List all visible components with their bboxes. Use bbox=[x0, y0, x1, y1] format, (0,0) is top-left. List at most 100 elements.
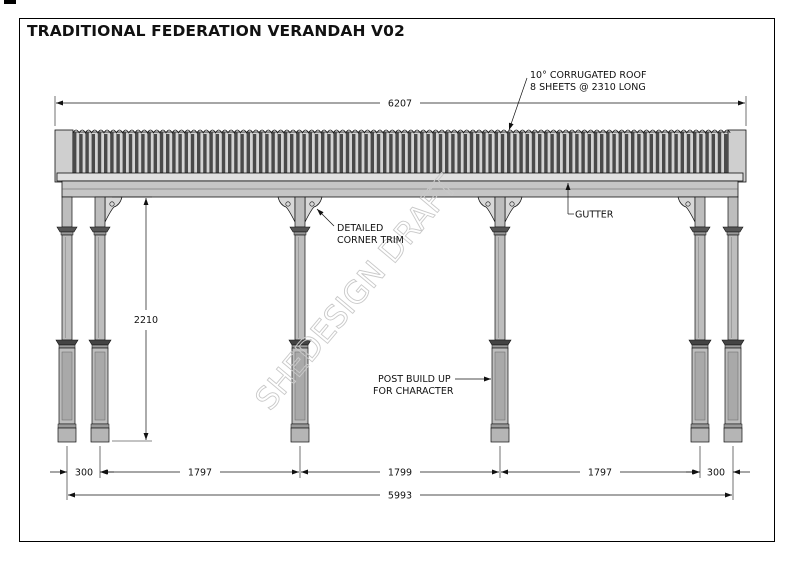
roof-corrugation bbox=[531, 132, 536, 174]
roof-corrugation bbox=[153, 134, 158, 174]
roof-corrugation bbox=[432, 132, 437, 174]
post-main-shaft bbox=[94, 234, 106, 341]
annotation-corner-trim: DETAILED CORNER TRIM bbox=[316, 208, 404, 246]
roof-corrugation bbox=[513, 134, 517, 174]
roof-corrugation bbox=[97, 132, 102, 174]
roof-corrugation bbox=[395, 132, 399, 174]
roof-corrugation bbox=[631, 132, 635, 174]
roof-corrugation bbox=[575, 134, 579, 174]
roof-corrugation bbox=[85, 132, 89, 174]
corner-trim-bracket bbox=[504, 196, 523, 223]
post-upper-capital bbox=[289, 226, 311, 233]
post-lower-collar bbox=[491, 344, 509, 349]
roof-panel bbox=[72, 131, 729, 175]
post-lower-capital bbox=[721, 339, 745, 346]
post-lower-collar bbox=[724, 344, 742, 349]
annotation-roof-line2: 8 SHEETS @ 2310 LONG bbox=[530, 82, 646, 93]
post-top-shaft bbox=[294, 196, 306, 228]
roof-corrugation bbox=[91, 134, 96, 174]
roof-corrugation bbox=[296, 132, 300, 174]
dimension-label-spacing-1: 300 bbox=[75, 468, 93, 479]
dimension-label-spacing-5: 300 bbox=[707, 468, 725, 479]
corner-trim-bracket bbox=[477, 196, 496, 223]
post-main-shaft bbox=[61, 234, 73, 341]
roof-corrugation bbox=[302, 134, 306, 174]
post-top-shaft bbox=[61, 196, 73, 228]
post-base-panel bbox=[294, 351, 306, 421]
corner-trim-bracket bbox=[104, 196, 123, 223]
roof-corrugation bbox=[414, 134, 418, 174]
roof-corrugation bbox=[420, 132, 424, 174]
corner-trim-scroll bbox=[285, 201, 291, 207]
roof-corrugation bbox=[308, 132, 313, 174]
post-plinth-collar bbox=[723, 423, 743, 429]
post-lower-collar bbox=[691, 344, 709, 349]
post-lower-collar bbox=[91, 344, 109, 349]
annotation-post: POST BUILD UP FOR CHARACTER bbox=[373, 374, 491, 397]
roof-corrugation bbox=[438, 134, 443, 174]
roof-corrugation bbox=[693, 132, 697, 174]
roof-corrugation bbox=[445, 132, 449, 174]
roof-corrugation bbox=[215, 134, 220, 174]
post-upper-collar bbox=[726, 231, 740, 236]
post-main-shaft bbox=[294, 234, 306, 341]
post-1 bbox=[55, 196, 79, 443]
roof-corrugation bbox=[333, 132, 337, 174]
roof-corrugation bbox=[482, 132, 486, 174]
roof-corrugation bbox=[364, 134, 368, 174]
gutter-beam bbox=[56, 172, 744, 198]
annotation-trim-line2: CORNER TRIM bbox=[337, 235, 404, 246]
post-main-shaft bbox=[727, 234, 739, 341]
annotation-gutter: GUTTER bbox=[565, 183, 614, 221]
roof-corrugation bbox=[674, 134, 678, 174]
post-plinth bbox=[723, 427, 743, 443]
post-top-shaft bbox=[94, 196, 106, 228]
roof-corrugation bbox=[345, 132, 350, 174]
post-upper-collar bbox=[493, 231, 507, 236]
roof-corrugation bbox=[600, 134, 604, 174]
post-4 bbox=[488, 196, 512, 443]
annotation-roof: 10° CORRUGATED ROOF 8 SHEETS @ 2310 LONG bbox=[508, 70, 646, 131]
annotation-gutter-text: GUTTER bbox=[575, 210, 614, 221]
roof-corrugation bbox=[209, 132, 213, 174]
roof-corrugation bbox=[711, 134, 716, 174]
roof-corrugation bbox=[314, 134, 319, 174]
post-upper-capital bbox=[56, 226, 78, 233]
roof-corrugation bbox=[606, 132, 610, 174]
roof-corrugation bbox=[383, 132, 387, 174]
roof-corrugation bbox=[593, 132, 598, 174]
roof-corrugation bbox=[240, 134, 244, 174]
roof-corrugation bbox=[463, 134, 468, 174]
post-plinth bbox=[290, 427, 310, 443]
roof-sheets bbox=[72, 129, 731, 175]
post-6 bbox=[721, 196, 745, 443]
post-upper-collar bbox=[60, 231, 74, 236]
roof-corrugation bbox=[321, 132, 325, 174]
roof-corrugation bbox=[184, 132, 189, 174]
annotation-trim-line1: DETAILED bbox=[337, 223, 383, 234]
roof-corrugation bbox=[197, 132, 201, 174]
roof-corrugation bbox=[494, 132, 499, 174]
annotation-roof-line1: 10° CORRUGATED ROOF bbox=[530, 70, 646, 81]
roof-corrugation bbox=[290, 134, 294, 174]
roof-corrugation bbox=[172, 132, 176, 174]
roof-corrugation bbox=[550, 134, 554, 174]
roof-corrugation bbox=[166, 134, 170, 174]
roof-corrugation bbox=[265, 134, 269, 174]
roof-corrugation bbox=[507, 132, 511, 174]
drawing-frame bbox=[19, 18, 775, 542]
post-plinth-collar bbox=[57, 423, 77, 429]
post-upper-capital bbox=[689, 226, 711, 233]
drawing-title: TRADITIONAL FEDERATION VERANDAH V02 bbox=[27, 22, 405, 40]
post-base-panel bbox=[727, 351, 739, 421]
roof-corrugation bbox=[426, 134, 430, 174]
post-upper-capital bbox=[89, 226, 111, 233]
posts bbox=[55, 196, 745, 443]
corner-trim-bracket bbox=[304, 196, 323, 223]
post-upper-collar bbox=[293, 231, 307, 236]
roof-corrugation bbox=[327, 134, 331, 174]
roof-corrugation bbox=[637, 134, 641, 174]
roof-edge bbox=[72, 129, 731, 134]
roof-corrugation bbox=[649, 134, 654, 174]
